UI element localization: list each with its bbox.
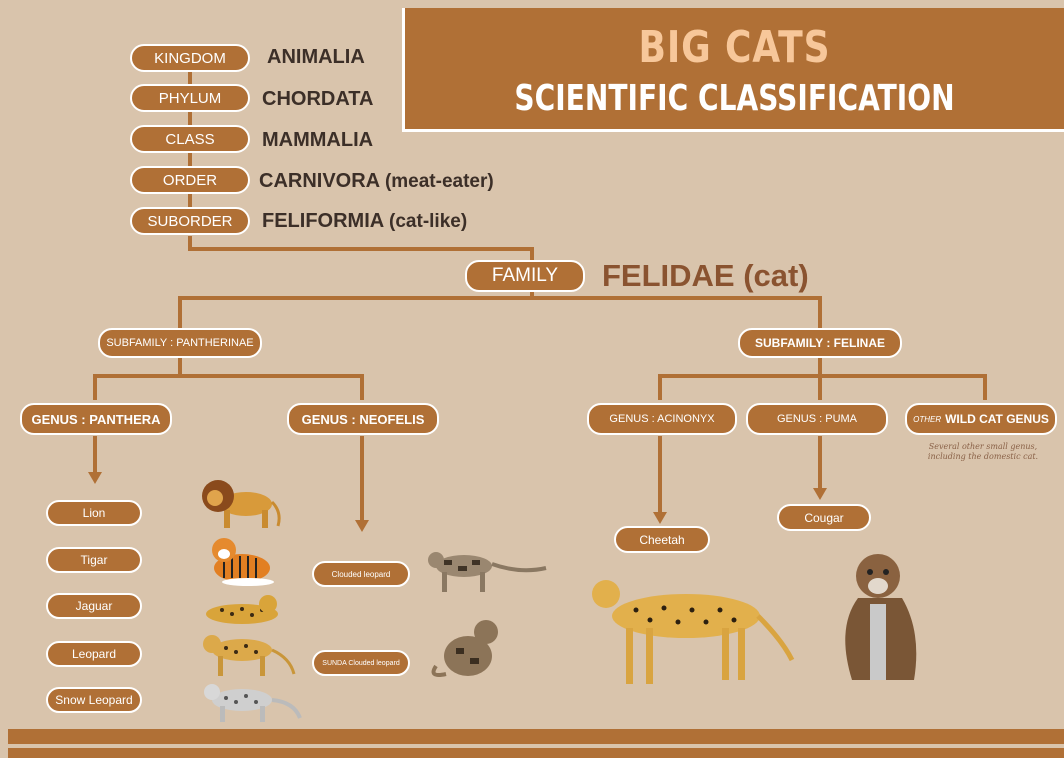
rank-value-order: CARNIVORA (meat-eater) xyxy=(259,170,494,193)
footer-band-upper xyxy=(8,729,1064,744)
species-clouded-leopard: Clouded leopard xyxy=(312,561,410,587)
rank-value-suborder: FELIFORMIA (cat-like) xyxy=(262,210,467,233)
snow-leopard-icon xyxy=(202,678,306,726)
jaguar-icon xyxy=(200,588,284,628)
sunda-clouded-leopard-icon xyxy=(428,612,514,682)
lion-icon xyxy=(198,472,282,532)
title-main: BIG CATS xyxy=(464,22,1004,73)
rank-badge-kingdom: KINGDOM xyxy=(130,44,250,72)
rank-badge-order: ORDER xyxy=(130,166,250,194)
rank-badge-class: CLASS xyxy=(130,125,250,153)
title-banner: BIG CATS SCIENTIFIC CLASSIFICATION xyxy=(402,8,1064,132)
cheetah-icon xyxy=(586,570,796,688)
species-cheetah: Cheetah xyxy=(614,526,710,553)
rank-value-phylum: CHORDATA xyxy=(262,88,373,111)
rank-note: (cat-like) xyxy=(389,211,467,232)
rank-value-kingdom: ANIMALIA xyxy=(267,46,365,69)
species-sunda-clouded-leopard: SUNDA Clouded leopard xyxy=(312,650,410,676)
rank-note: (meat-eater) xyxy=(385,171,494,192)
tiger-icon xyxy=(202,532,276,588)
rank-badge-suborder: SUBORDER xyxy=(130,207,250,235)
rank-value-text: CHORDATA xyxy=(262,88,373,110)
genus-other-label: WILD CAT GENUS xyxy=(945,412,1049,426)
rank-value-text: CARNIVORA xyxy=(259,170,379,192)
subfamily-pantherinae: SUBFAMILY : PANTHERINAE xyxy=(98,328,262,358)
species-lion: Lion xyxy=(46,500,142,526)
cougar-icon xyxy=(832,548,936,684)
genus-panthera: GENUS : PANTHERA xyxy=(20,403,172,435)
rank-value-text: ANIMALIA xyxy=(267,46,365,68)
genus-other-note: Several other small genus, including the… xyxy=(918,442,1048,462)
subfamily-felinae: SUBFAMILY : FELINAE xyxy=(738,328,902,358)
rank-badge-phylum: PHYLUM xyxy=(130,84,250,112)
family-value: FELIDAE (cat) xyxy=(602,258,809,294)
genus-other: OTHER WILD CAT GENUS xyxy=(905,403,1057,435)
species-jaguar: Jaguar xyxy=(46,593,142,619)
species-snow-leopard: Snow Leopard xyxy=(46,687,142,713)
rank-value-text: MAMMALIA xyxy=(262,129,373,151)
family-badge: FAMILY xyxy=(465,260,585,292)
genus-neofelis: GENUS : NEOFELIS xyxy=(287,403,439,435)
genus-puma: GENUS : PUMA xyxy=(746,403,888,435)
genus-other-prefix: OTHER xyxy=(913,415,941,424)
rank-value-class: MAMMALIA xyxy=(262,129,373,152)
clouded-leopard-icon xyxy=(424,544,548,596)
species-cougar: Cougar xyxy=(777,504,871,531)
rank-value-text: FELIFORMIA xyxy=(262,210,383,232)
species-leopard: Leopard xyxy=(46,641,142,667)
genus-acinonyx: GENUS : ACINONYX xyxy=(587,403,737,435)
title-subtitle: SCIENTIFIC CLASSIFICATION xyxy=(477,78,991,119)
footer-band-lower xyxy=(8,748,1064,758)
leopard-icon xyxy=(200,628,298,680)
species-tigar: Tigar xyxy=(46,547,142,573)
